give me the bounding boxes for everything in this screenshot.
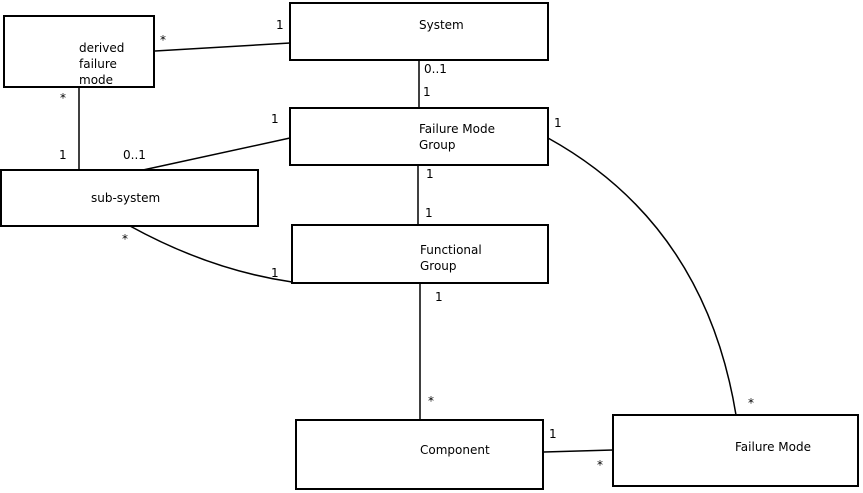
multiplicity-sub-system-functional-group-near-sub: * (122, 232, 128, 246)
node-derived-failure-mode-label: derived failure mode (79, 41, 125, 87)
node-functional-group-label: Functional Group (420, 243, 482, 273)
node-sub-system-label: sub-system (91, 191, 161, 205)
node-functional-group: Functional Group (291, 224, 549, 284)
multiplicity-component-failure-mode-near-fm: * (597, 458, 603, 472)
multiplicity-derived-failure-mode-sub-system-near-dfm: * (60, 91, 66, 105)
node-system: System (289, 2, 549, 61)
node-system-label: System (419, 18, 464, 32)
multiplicity-functional-group-component-near-component: * (428, 394, 434, 408)
edge-sub-system-functional-group (129, 225, 293, 283)
node-component: Component (295, 419, 544, 490)
multiplicity-derived-failure-mode-system-near-system: 1 (276, 18, 284, 32)
multiplicity-system-fmg-near-system: 0..1 (424, 62, 447, 76)
node-sub-system: sub-system (0, 169, 259, 227)
multiplicity-fmg-failure-mode-near-fm: * (748, 396, 754, 410)
multiplicity-component-failure-mode-near-component: 1 (549, 427, 557, 441)
multiplicity-sub-system-functional-group-near-fg: 1 (271, 266, 279, 280)
multiplicity-sub-system-fmg-near-sub: 0..1 (123, 148, 146, 162)
edge-derived-failure-mode-system (154, 42, 291, 52)
edge-component-failure-mode (543, 449, 614, 453)
multiplicity-derived-failure-mode-system-near-dfm: * (160, 33, 166, 47)
edge-sub-system-failure-mode-group (142, 137, 291, 171)
edge-failure-mode-group-failure-mode (547, 137, 737, 416)
multiplicity-functional-group-component-near-fg: 1 (435, 290, 443, 304)
multiplicity-sub-system-fmg-near-fmg: 1 (271, 112, 279, 126)
multiplicity-system-fmg-near-fmg: 1 (423, 85, 431, 99)
node-failure-mode-label: Failure Mode (735, 440, 811, 454)
multiplicity-fmg-failure-mode-near-fmg: 1 (554, 116, 562, 130)
node-failure-mode: Failure Mode (612, 414, 859, 487)
node-failure-mode-group-label: Failure Mode Group (419, 122, 495, 152)
multiplicity-derived-failure-mode-sub-system-near-sub: 1 (59, 148, 67, 162)
node-derived-failure-mode: derived failure mode (3, 15, 155, 88)
node-component-label: Component (420, 443, 490, 457)
multiplicity-fmg-functional-group-near-fg: 1 (425, 206, 433, 220)
node-failure-mode-group: Failure Mode Group (289, 107, 549, 166)
multiplicity-fmg-functional-group-near-fmg: 1 (426, 167, 434, 181)
